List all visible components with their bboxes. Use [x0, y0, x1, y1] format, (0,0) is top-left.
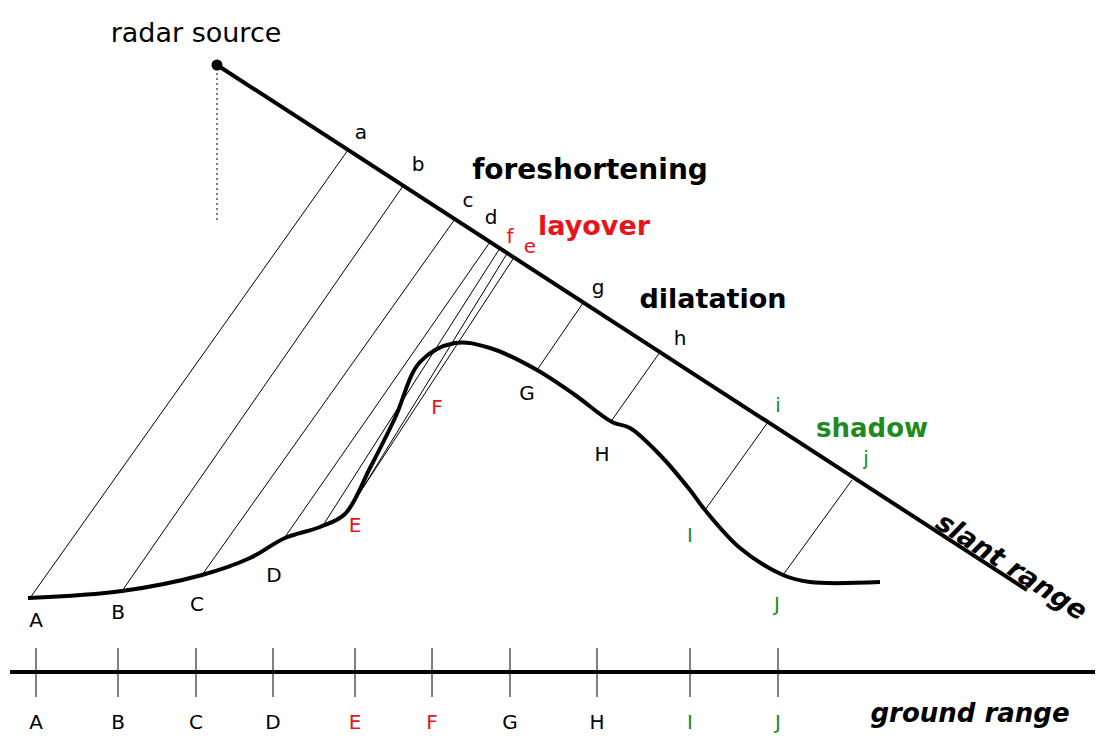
slant-point-label: a: [355, 122, 367, 142]
effect-label: layover: [538, 212, 650, 239]
effect-label: foreshortening: [472, 156, 708, 184]
ground-point-label: C: [189, 712, 203, 732]
slant-range-line: [217, 65, 1027, 590]
ground-point-label: G: [502, 712, 518, 732]
terrain-point-label: D: [266, 565, 281, 585]
range-tick: [432, 648, 433, 697]
terrain-point-label: A: [29, 610, 43, 630]
slant-point-label: b: [412, 154, 425, 174]
range-tick: [355, 648, 356, 697]
terrain-point-label: C: [190, 594, 204, 614]
range-tick: [690, 648, 691, 697]
projection-line: [705, 422, 768, 510]
ground-point-label: F: [426, 712, 438, 732]
range-tick: [778, 648, 779, 697]
radar-source-dot: [212, 60, 223, 71]
ground-range-axis: [10, 670, 1095, 674]
range-tick: [510, 648, 511, 697]
terrain-point-label: G: [519, 383, 535, 403]
slant-point-label: j: [863, 448, 869, 468]
slant-point-label: d: [485, 207, 498, 227]
projection-line: [348, 252, 508, 512]
ground-range-ticks: [36, 648, 778, 697]
slant-point-label: e: [524, 236, 536, 256]
projection-line: [783, 480, 852, 575]
slant-point-label: i: [775, 395, 781, 415]
axis-label: ground range: [870, 700, 1069, 726]
slant-point-label: h: [674, 328, 687, 348]
ground-point-label: J: [775, 712, 781, 732]
terrain-point-label: J: [774, 594, 780, 614]
terrain-point-label: I: [687, 525, 693, 545]
projection-line: [122, 186, 403, 591]
terrain-point-label: E: [349, 515, 362, 535]
terrain-point-label: B: [111, 602, 125, 622]
effect-label: shadow: [816, 415, 928, 441]
projection-line: [355, 256, 515, 500]
axis-label: slant range: [932, 507, 1092, 624]
slant-point-label: c: [463, 190, 474, 210]
projection-line: [30, 150, 348, 598]
ground-point-label: B: [111, 712, 125, 732]
projection-line: [285, 242, 490, 537]
ground-point-label: D: [265, 712, 280, 732]
range-tick: [597, 648, 598, 697]
projection-line: [612, 352, 660, 420]
ground-point-label: H: [589, 712, 604, 732]
ground-point-label: E: [349, 712, 362, 732]
terrain-point-label: H: [594, 444, 609, 464]
terrain-profile: [28, 342, 880, 598]
effect-label: dilatation: [639, 285, 786, 312]
projection-line: [537, 303, 583, 370]
projection-lines: [30, 150, 852, 598]
source-label: radar source: [111, 19, 282, 46]
range-tick: [196, 648, 197, 697]
range-tick: [118, 648, 119, 697]
projection-line: [322, 248, 500, 527]
nadir-line: [217, 68, 218, 220]
range-tick: [36, 648, 37, 697]
ground-point-label: A: [29, 712, 43, 732]
range-tick: [273, 648, 274, 697]
slant-point-label: f: [506, 226, 513, 246]
slant-point-label: g: [592, 277, 605, 297]
ground-point-label: I: [687, 712, 693, 732]
terrain-point-label: F: [431, 397, 443, 417]
